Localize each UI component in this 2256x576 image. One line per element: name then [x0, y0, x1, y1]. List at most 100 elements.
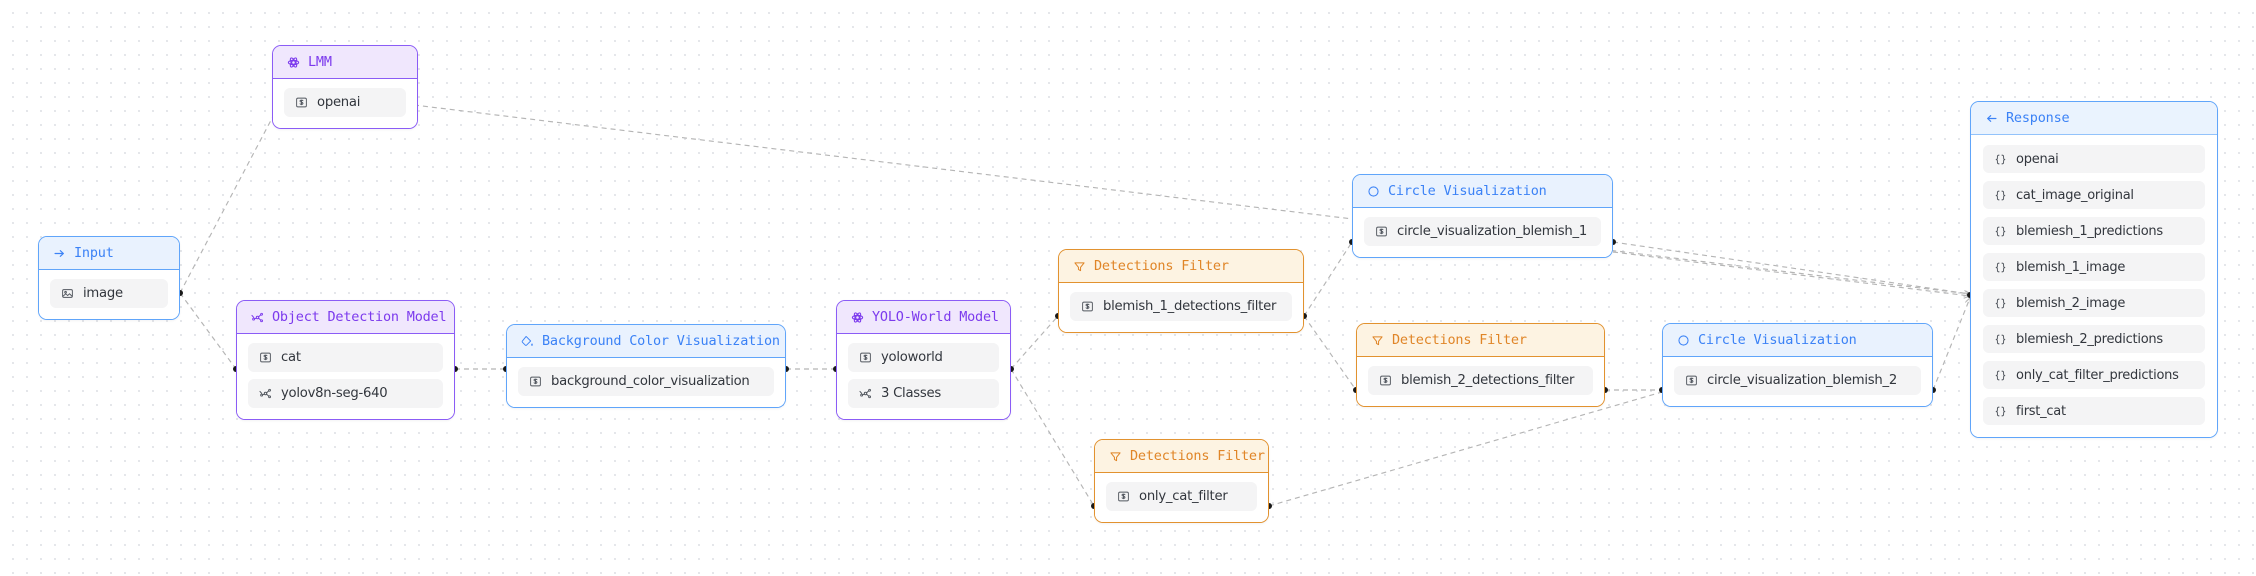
node-yolo-world-model-row-label: 3 Classes [881, 386, 942, 401]
node-circle-visualization-2[interactable]: Circle Visualization circle_visualizatio… [1662, 323, 1933, 407]
node-input-title: Input [74, 245, 114, 261]
node-background-color-visualization-title: Background Color Visualization [542, 333, 780, 349]
dollar-box-icon [1081, 300, 1094, 313]
response-item-label: blemiesh_2_predictions [2016, 331, 2163, 347]
node-background-color-visualization[interactable]: Background Color Visualization backgroun… [506, 324, 786, 408]
node-input-row-image[interactable]: image [50, 279, 168, 308]
dollar-box-icon [1375, 225, 1388, 238]
dollar-box-icon [1117, 490, 1130, 503]
node-detections-filter-1[interactable]: Detections Filter blemish_1_detections_f… [1058, 249, 1304, 333]
node-detections-filter-1-row-label: blemish_1_detections_filter [1103, 299, 1277, 314]
node-detections-filter-3-title: Detections Filter [1130, 448, 1265, 464]
node-detections-filter-1-row[interactable]: blemish_1_detections_filter [1070, 292, 1292, 321]
node-circle-visualization-1-row-label: circle_visualization_blemish_1 [1397, 224, 1588, 239]
response-item-label: blemish_2_image [2016, 295, 2126, 311]
node-detections-filter-2-row-label: blemish_2_detections_filter [1401, 373, 1575, 388]
node-detections-filter-3-row-label: only_cat_filter [1139, 489, 1228, 504]
gear-icon [287, 56, 300, 69]
node-response-title: Response [2006, 110, 2070, 126]
node-detections-filter-1-body: blemish_1_detections_filter [1059, 283, 1303, 332]
edge-circle1-alt-to-response [1612, 251, 1970, 296]
node-circle-visualization-2-body: circle_visualization_blemish_2 [1663, 357, 1932, 406]
dollar-box-icon [859, 351, 872, 364]
braces-icon [1994, 153, 2007, 166]
response-item-label: blemish_1_image [2016, 259, 2126, 275]
braces-icon [1994, 189, 2007, 202]
node-yolo-world-model-row-classes[interactable]: 3 Classes [848, 379, 999, 408]
response-item-label: blemiesh_1_predictions [2016, 223, 2163, 239]
image-icon [61, 287, 74, 300]
node-object-detection-model-title: Object Detection Model [272, 309, 447, 325]
node-detections-filter-2[interactable]: Detections Filter blemish_2_detections_f… [1356, 323, 1605, 407]
node-input-header: Input [39, 237, 179, 270]
node-input-row-label: image [83, 286, 123, 301]
node-yolo-world-model-row-label: yoloworld [881, 350, 943, 365]
arrow-right-icon [53, 247, 66, 260]
arrow-left-icon [1985, 112, 1998, 125]
braces-icon [1994, 405, 2007, 418]
node-circle-visualization-2-title: Circle Visualization [1698, 332, 1857, 348]
funnel-icon [1371, 334, 1384, 347]
response-item-blemiesh-1-predictions[interactable]: blemiesh_1_predictions [1983, 217, 2205, 245]
node-yolo-world-model-header: YOLO-World Model [837, 301, 1010, 334]
dollar-box-icon [1685, 374, 1698, 387]
gear-icon [851, 311, 864, 324]
node-circle-visualization-2-row-label: circle_visualization_blemish_2 [1707, 373, 1898, 388]
node-object-detection-model[interactable]: Object Detection Model cat [236, 300, 455, 420]
node-circle-visualization-1[interactable]: Circle Visualization circle_visualizatio… [1352, 174, 1613, 258]
node-lmm-row-openai[interactable]: openai [284, 88, 406, 117]
response-item-cat-image-original[interactable]: cat_image_original [1983, 181, 2205, 209]
response-item-openai[interactable]: openai [1983, 145, 2205, 173]
node-response-body: openai cat_image_original [1971, 135, 2217, 437]
node-yolo-world-model[interactable]: YOLO-World Model yoloworld [836, 300, 1011, 420]
funnel-icon [1073, 260, 1086, 273]
node-lmm-title: LMM [308, 54, 332, 70]
response-item-blemish-1-image[interactable]: blemish_1_image [1983, 253, 2205, 281]
node-detections-filter-3-header: Detections Filter [1095, 440, 1268, 473]
node-object-detection-model-row-cat[interactable]: cat [248, 343, 443, 372]
response-item-label: openai [2016, 151, 2059, 167]
model-nodes-icon [259, 387, 272, 400]
node-circle-visualization-2-header: Circle Visualization [1663, 324, 1932, 357]
node-detections-filter-1-header: Detections Filter [1059, 250, 1303, 283]
edge-filter1-to-circle1 [1303, 241, 1353, 317]
node-object-detection-model-row-label: yolov8n-seg-640 [281, 386, 388, 401]
dollar-box-icon [1379, 374, 1392, 387]
node-background-color-visualization-row[interactable]: background_color_visualization [518, 367, 774, 396]
edge-yolo-to-filter3 [1010, 368, 1095, 507]
response-item-label: first_cat [2016, 403, 2066, 419]
node-circle-visualization-1-header: Circle Visualization [1353, 175, 1612, 208]
node-yolo-world-model-title: YOLO-World Model [872, 309, 999, 325]
edge-circle1-to-response [1612, 241, 1970, 294]
response-item-only-cat-filter-predictions[interactable]: only_cat_filter_predictions [1983, 361, 2205, 389]
edge-yolo-to-filter1 [1010, 315, 1059, 370]
node-response[interactable]: Response openai cat_i [1970, 101, 2218, 438]
node-detections-filter-3-row[interactable]: only_cat_filter [1106, 482, 1257, 511]
circle-outline-icon [1367, 185, 1380, 198]
node-object-detection-model-row-weights[interactable]: yolov8n-seg-640 [248, 379, 443, 408]
braces-icon [1994, 225, 2007, 238]
dollar-box-icon [259, 351, 272, 364]
node-detections-filter-3[interactable]: Detections Filter only_cat_filter [1094, 439, 1269, 523]
node-lmm[interactable]: LMM openai [272, 45, 418, 129]
node-input[interactable]: Input image [38, 236, 180, 320]
node-detections-filter-2-title: Detections Filter [1392, 332, 1527, 348]
dollar-box-icon [295, 96, 308, 109]
node-circle-visualization-1-body: circle_visualization_blemish_1 [1353, 208, 1612, 257]
response-item-blemish-2-image[interactable]: blemish_2_image [1983, 289, 2205, 317]
response-item-first-cat[interactable]: first_cat [1983, 397, 2205, 425]
response-item-blemiesh-2-predictions[interactable]: blemiesh_2_predictions [1983, 325, 2205, 353]
node-yolo-world-model-body: yoloworld 3 Classes [837, 334, 1010, 419]
node-background-color-visualization-body: background_color_visualization [507, 358, 785, 407]
node-circle-visualization-2-row[interactable]: circle_visualization_blemish_2 [1674, 366, 1921, 395]
node-detections-filter-2-body: blemish_2_detections_filter [1357, 357, 1604, 406]
node-lmm-row-label: openai [317, 95, 361, 110]
node-lmm-body: openai [273, 79, 417, 128]
node-object-detection-model-header: Object Detection Model [237, 301, 454, 334]
model-nodes-icon [859, 387, 872, 400]
node-detections-filter-2-row[interactable]: blemish_2_detections_filter [1368, 366, 1593, 395]
dollar-box-icon [529, 375, 542, 388]
node-circle-visualization-1-row[interactable]: circle_visualization_blemish_1 [1364, 217, 1601, 246]
node-yolo-world-model-row-yoloworld[interactable]: yoloworld [848, 343, 999, 372]
